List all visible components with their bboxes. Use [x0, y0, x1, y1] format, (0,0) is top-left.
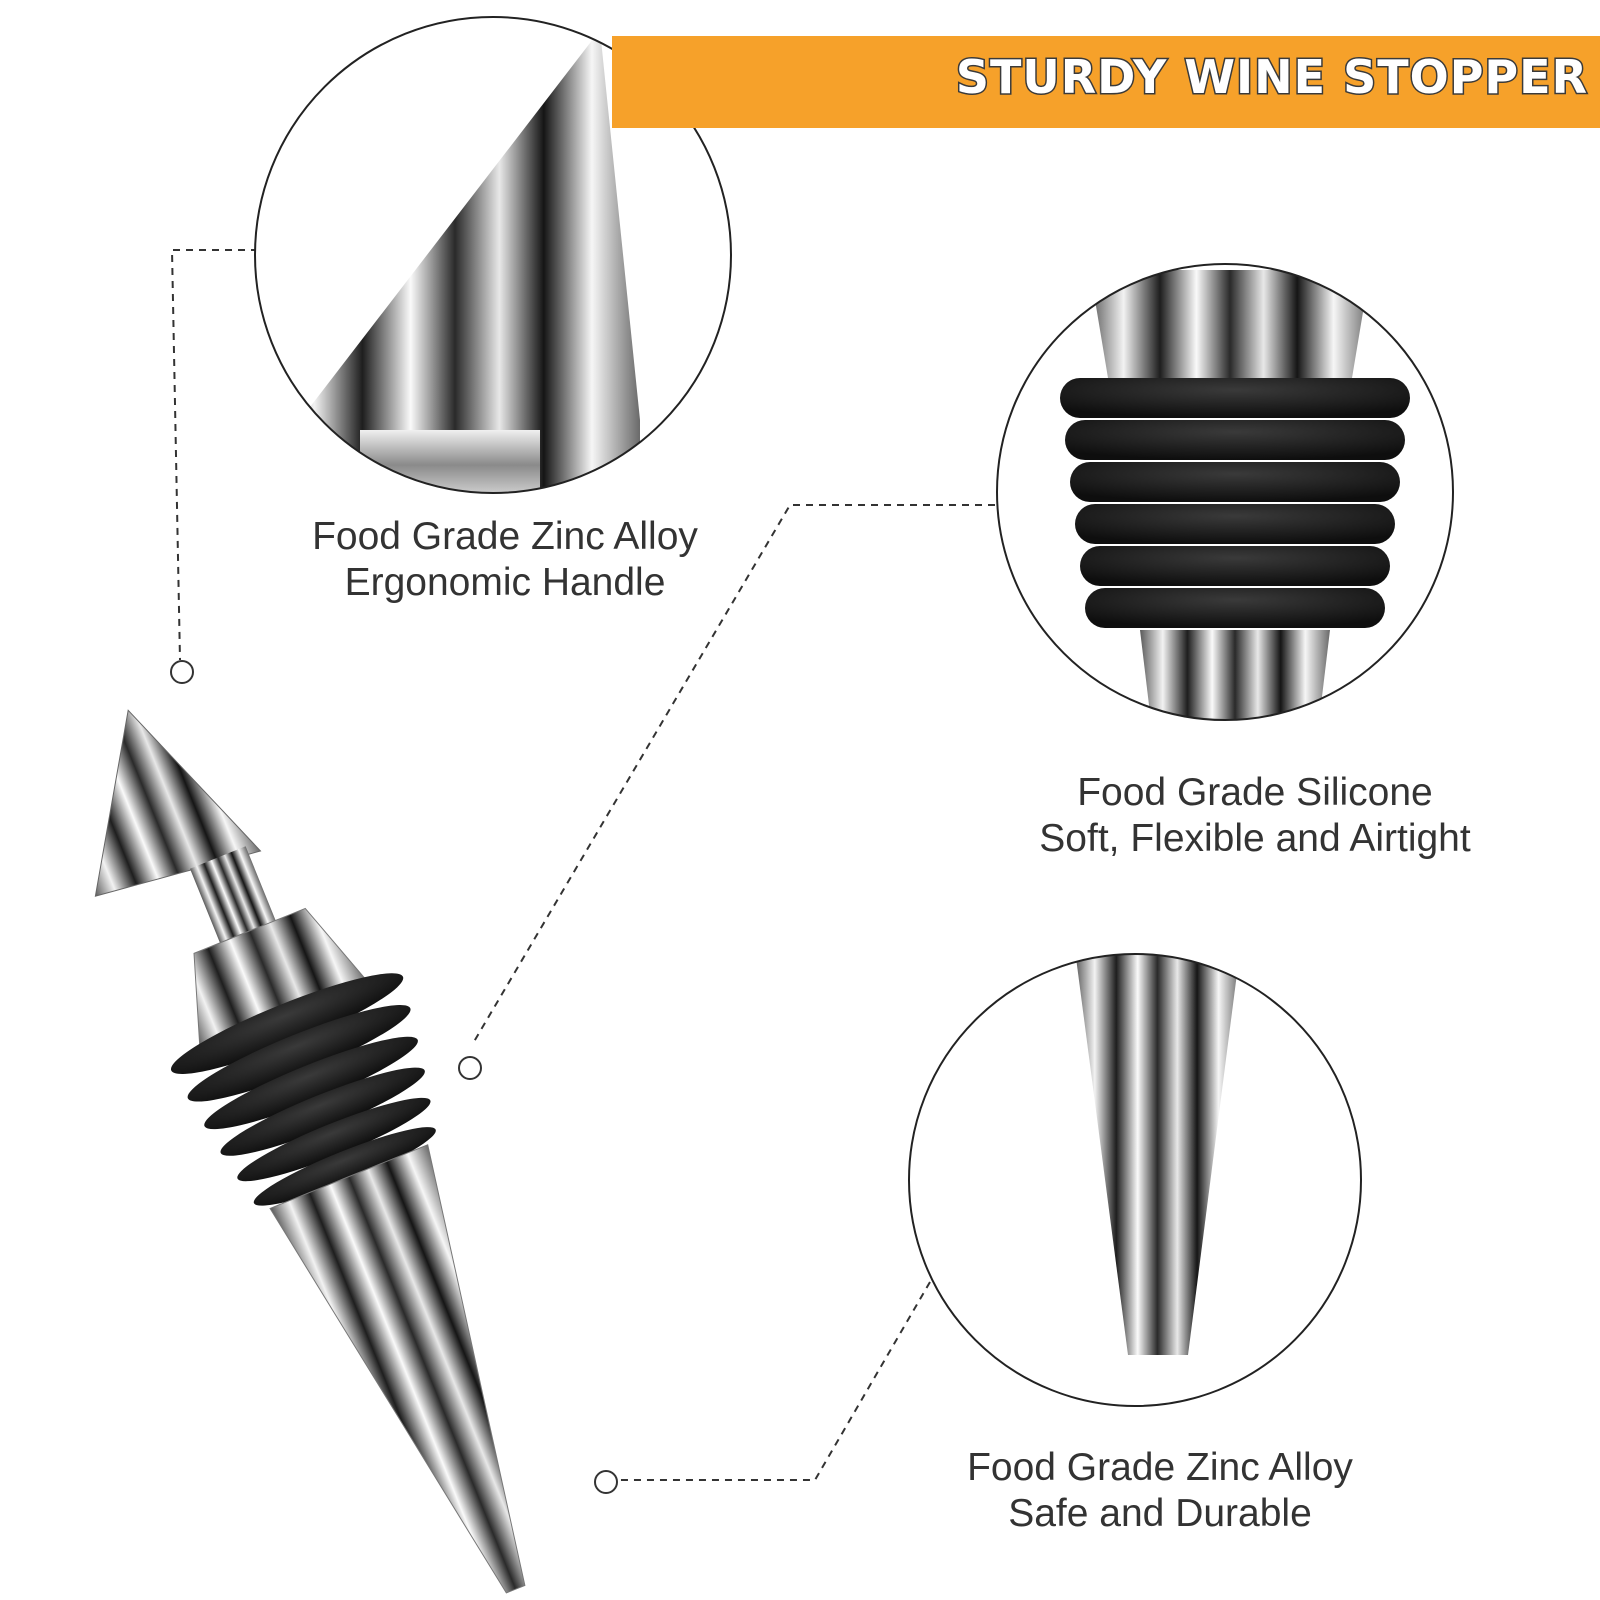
connector-handle: [170, 249, 258, 661]
caption-silicone: Food Grade Silicone Soft, Flexible and A…: [990, 770, 1520, 862]
caption-handle-line2: Ergonomic Handle: [344, 561, 666, 604]
caption-tip-line2: Safe and Durable: [1008, 1492, 1312, 1535]
neck: [189, 846, 280, 953]
banner-title: STURDY WINE STOPPER: [954, 49, 1588, 106]
wine-stopper-product: [94, 709, 526, 1594]
connector-tip: [610, 1281, 931, 1481]
caption-handle-line1: Food Grade Zinc Alloy: [312, 515, 698, 558]
cone-handle: [94, 709, 262, 897]
anchor-dots: [170, 660, 618, 1494]
caption-silicone-line2: Soft, Flexible and Airtight: [1039, 817, 1471, 860]
caption-tip-line1: Food Grade Zinc Alloy: [967, 1446, 1353, 1489]
silicone-rings: [170, 973, 436, 1206]
connector-lines: [170, 249, 995, 1481]
tapered-spike: [269, 1144, 526, 1594]
zoom-circle-silicone: [996, 263, 1454, 721]
zoom-circle-handle: [254, 16, 732, 494]
connector-silicone: [471, 504, 995, 1046]
caption-handle: Food Grade Zinc Alloy Ergonomic Handle: [250, 514, 760, 606]
header-banner: STURDY WINE STOPPER: [612, 36, 1600, 128]
caption-tip: Food Grade Zinc Alloy Safe and Durable: [900, 1445, 1420, 1537]
caption-silicone-line1: Food Grade Silicone: [1077, 771, 1433, 814]
zoom-circle-tip: [908, 953, 1362, 1407]
